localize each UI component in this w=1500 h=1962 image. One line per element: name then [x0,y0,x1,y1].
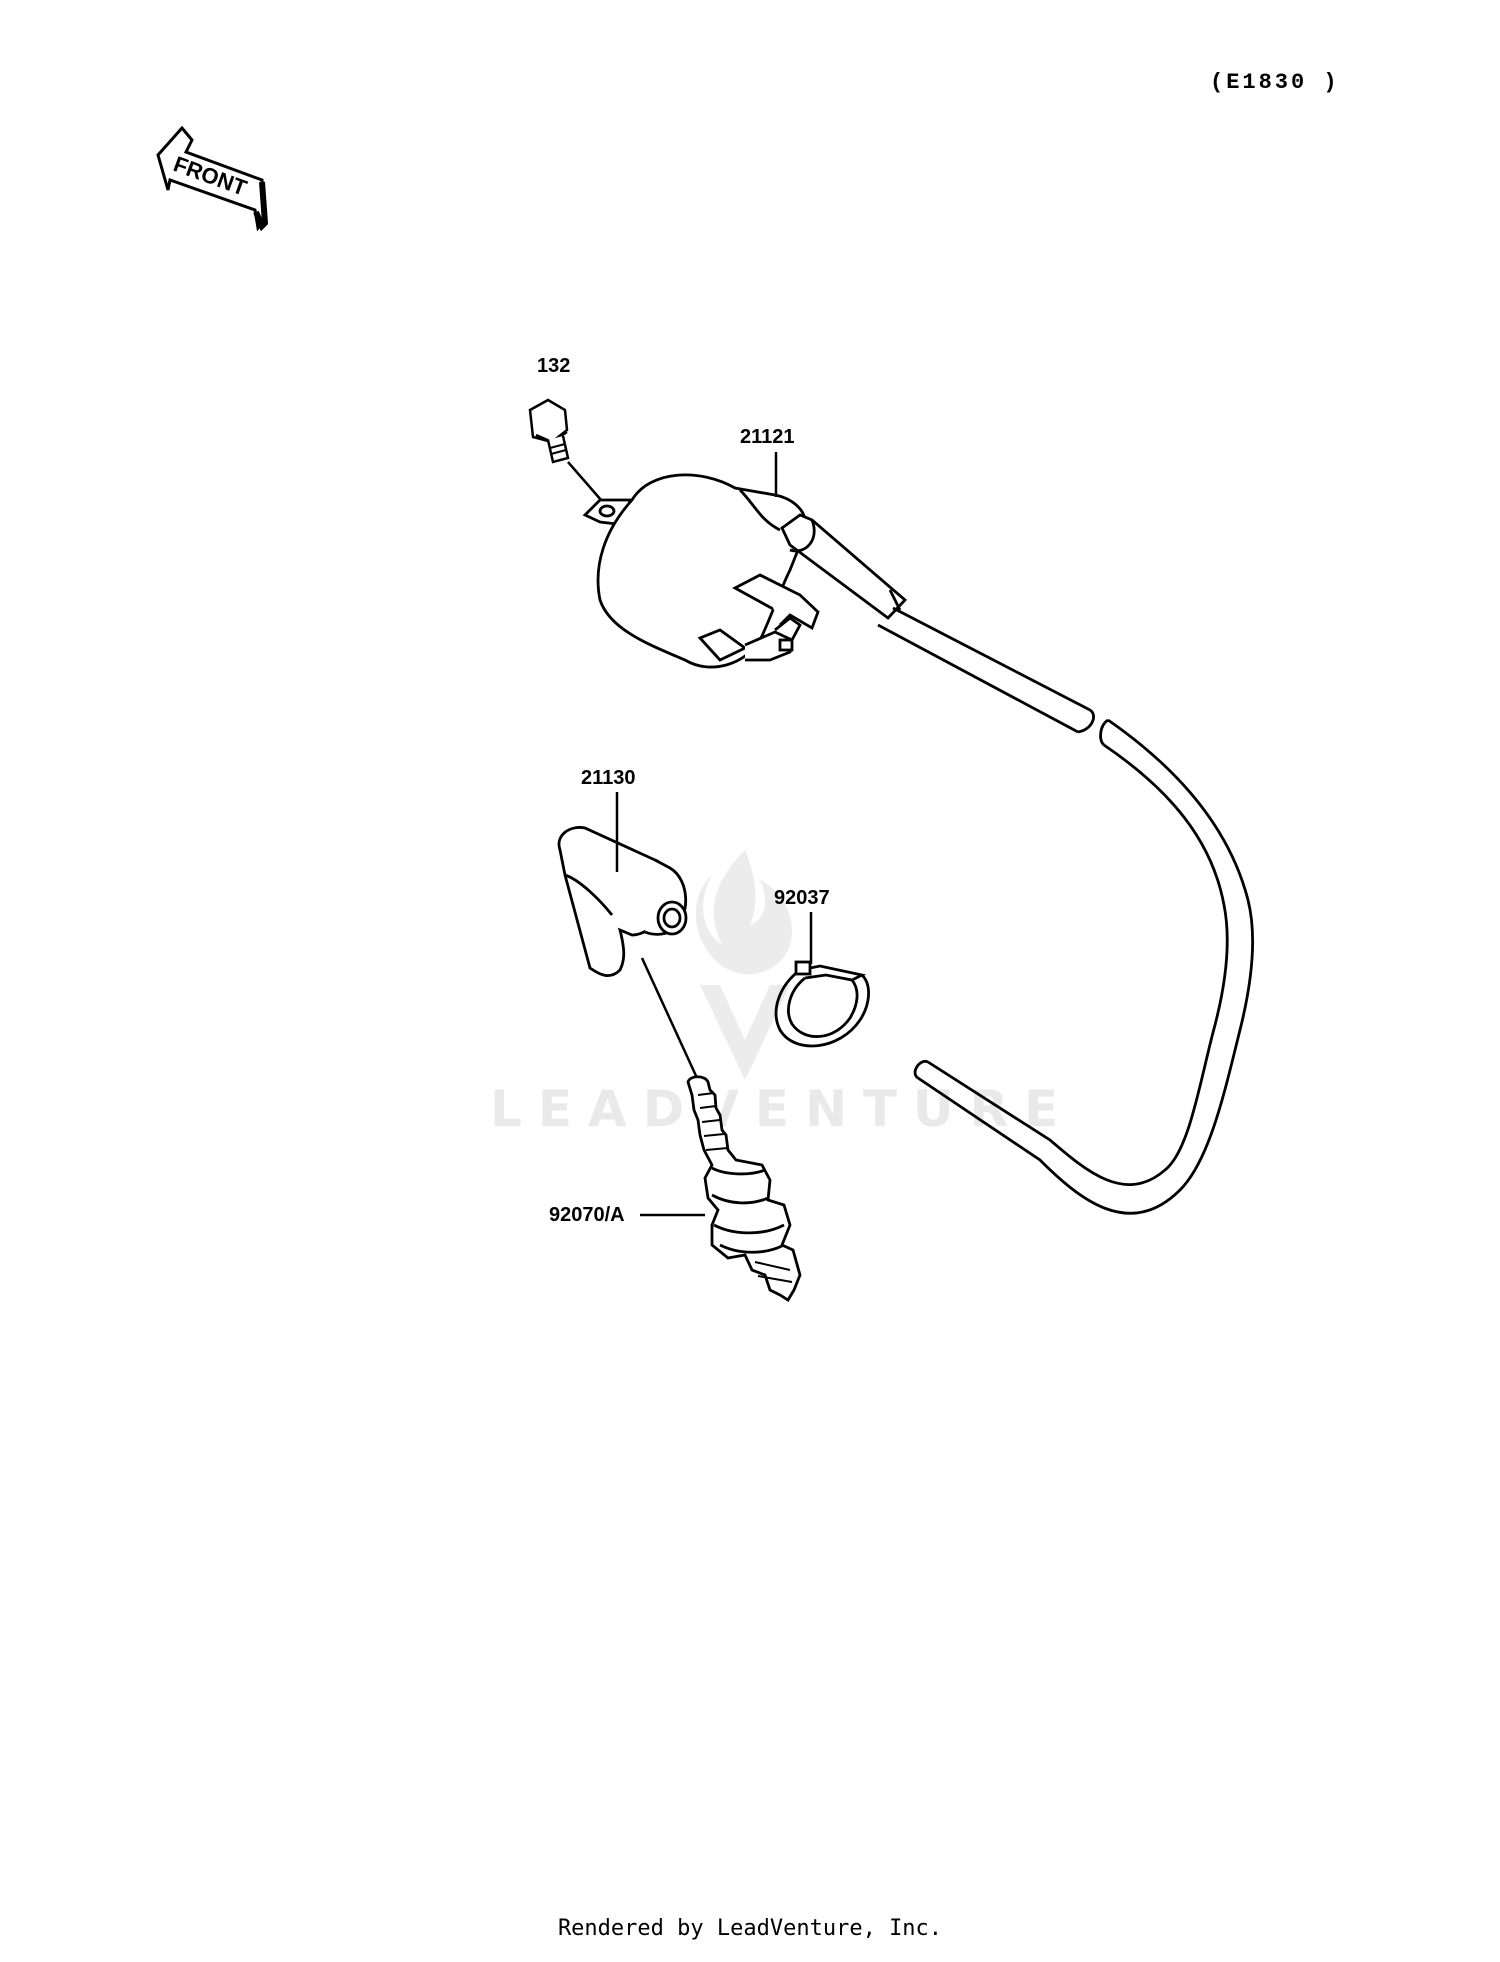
part-label-92037: 92037 [774,887,830,909]
spark-plug-92070a [686,1075,802,1302]
part-label-21130: 21130 [581,767,636,789]
watermark-logo [695,850,792,1080]
high-tension-lead [877,606,1254,1215]
ignition-coil-21121 [582,473,908,669]
clamp-92037 [774,960,870,1048]
cap-to-plug-leader [640,957,699,1079]
part-label-92070a: 92070/A [549,1204,625,1226]
front-arrow-icon [156,125,269,232]
diagram-code: (E1830 ) [1210,70,1340,95]
bolt-132 [528,398,570,464]
part-label-21121: 21121 [740,426,795,448]
spark-plug-cap-21130 [557,826,688,978]
footer-credit: Rendered by LeadVenture, Inc. [557,1916,943,1941]
part-label-132: 132 [537,355,571,377]
